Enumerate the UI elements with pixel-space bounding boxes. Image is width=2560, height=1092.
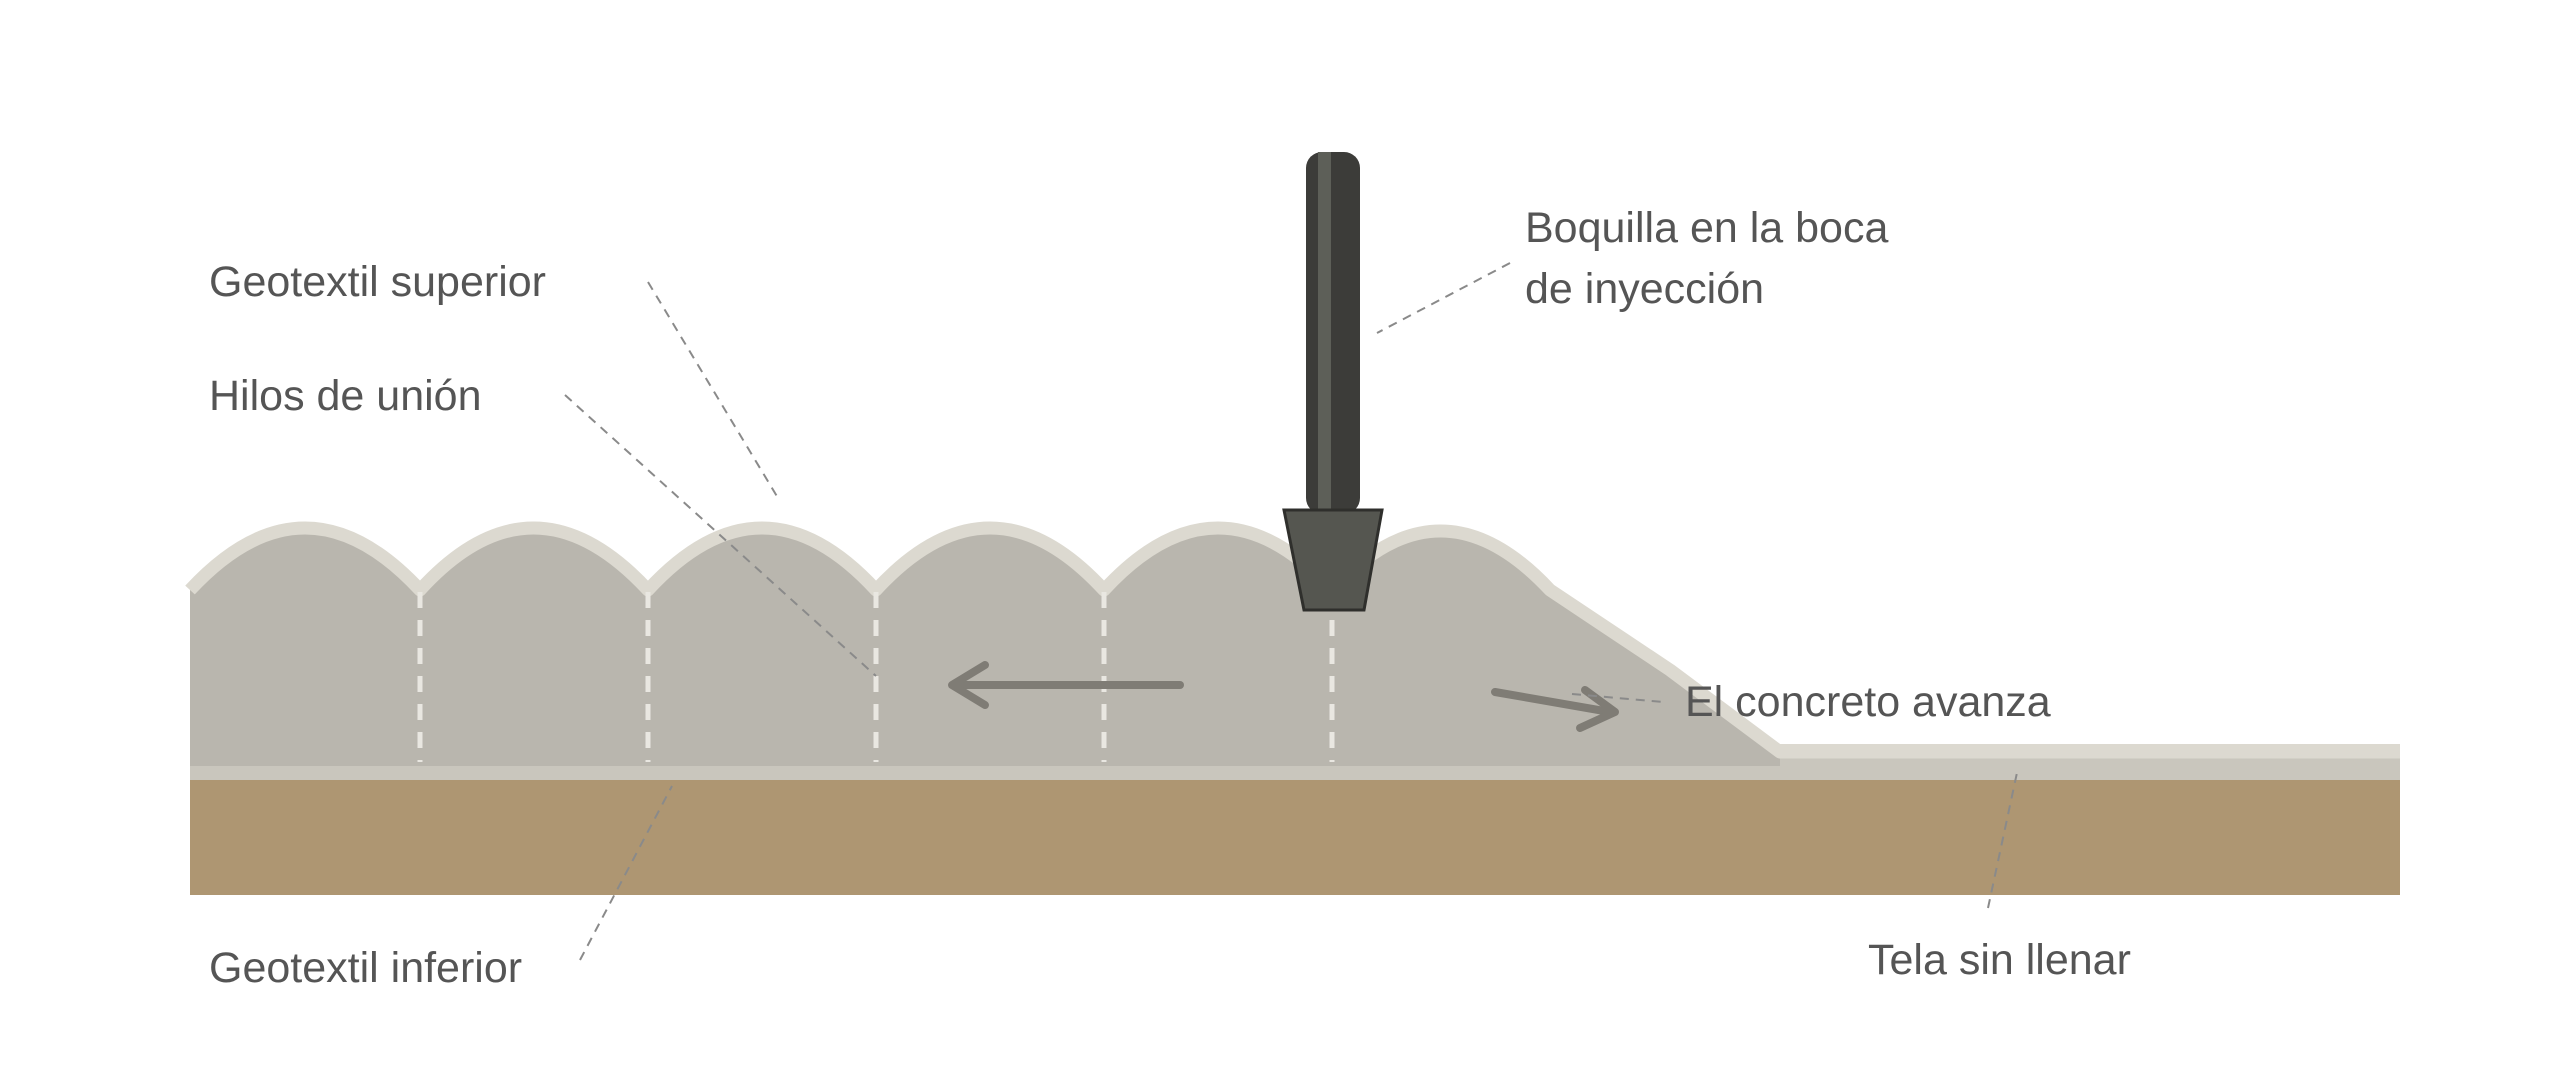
binding-threads xyxy=(417,592,1335,762)
label-nozzle-line2: de inyección xyxy=(1525,265,1764,313)
nozzle-tip xyxy=(1282,508,1384,612)
label-unfilled-fabric: Tela sin llenar xyxy=(1868,936,2131,984)
arrow-left-icon xyxy=(948,661,1184,709)
label-concrete-advances: El concreto avanza xyxy=(1685,678,2051,726)
label-nozzle-line1: Boquilla en la boca xyxy=(1525,204,1888,252)
ground-layer xyxy=(190,780,2400,895)
injection-nozzle xyxy=(1282,152,1384,612)
leader-bottom-geotextile xyxy=(579,785,673,961)
label-bottom-geotextile: Geotextil inferior xyxy=(209,944,522,992)
nozzle-stripe xyxy=(1318,152,1331,514)
leader-top-geotextile xyxy=(647,281,779,499)
concrete-filled-mattress xyxy=(190,528,1780,766)
leader-binding-threads xyxy=(564,394,877,677)
nozzle-body xyxy=(1306,152,1360,514)
bottom-geotextile-strip xyxy=(190,766,2400,780)
arrow-right-icon xyxy=(1491,686,1619,732)
label-top-geotextile: Geotextil superior xyxy=(209,258,546,306)
unfilled-fabric-lower xyxy=(1780,758,2400,766)
leader-unfilled-fabric xyxy=(1987,767,2019,909)
label-binding-threads: Hilos de unión xyxy=(209,372,482,420)
leader-nozzle xyxy=(1376,262,1511,334)
leader-lines xyxy=(564,262,2019,961)
